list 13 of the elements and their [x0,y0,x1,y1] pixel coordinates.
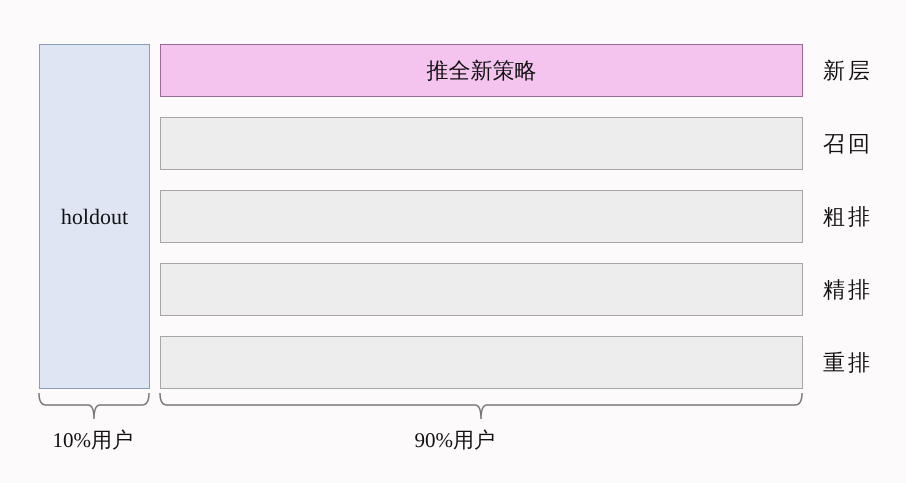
user-share-label: 90%用户 [414,427,495,453]
layer-label: 召回 [823,130,873,156]
layer-label: 新层 [823,58,873,84]
strategy-bar: 推全新策略 [160,44,803,97]
layer-bar [160,263,803,316]
layer-label: 精排 [823,276,873,302]
layer-bar [160,336,803,389]
layer-label: 重排 [823,350,873,376]
user-share-label: 10%用户 [52,427,133,453]
layer-bar [160,190,803,243]
layer-bar [160,117,803,170]
holdout-panel: holdout [39,44,150,389]
layer-label: 粗排 [823,204,873,230]
